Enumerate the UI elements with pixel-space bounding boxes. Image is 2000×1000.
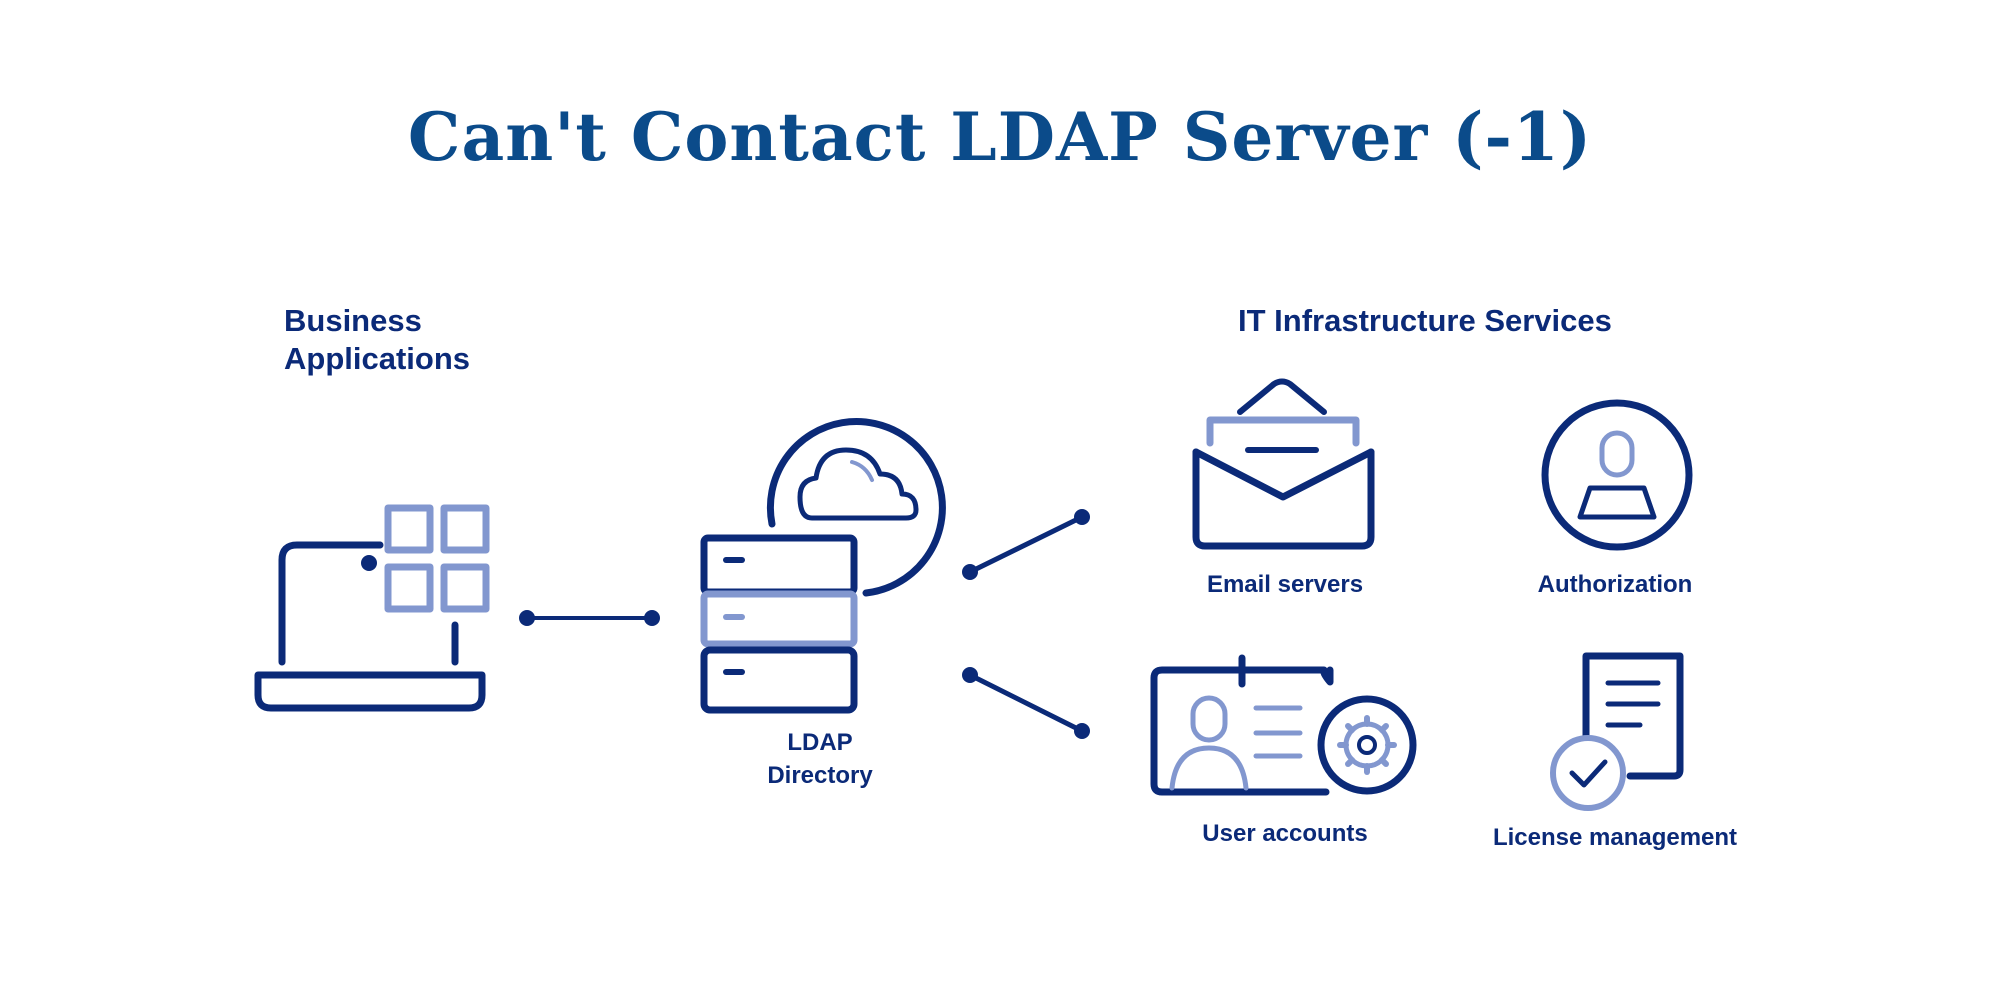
connector-ldap-users	[962, 667, 1090, 739]
ldap-label-line2: Directory	[767, 762, 873, 789]
connector-ldap-email	[962, 509, 1090, 580]
authorization-user-icon	[1541, 399, 1693, 551]
connector-apps-ldap	[519, 610, 660, 626]
business-heading-line2: Applications	[284, 341, 471, 376]
user-accounts-label: User accounts	[1202, 820, 1368, 847]
gear-icon	[1317, 695, 1417, 795]
check-icon	[1550, 735, 1626, 811]
license-document-icon	[1582, 652, 1684, 780]
it-infrastructure-heading: IT Infrastructure Services	[1238, 303, 1612, 338]
email-envelope-icon	[1192, 378, 1375, 550]
laptop-apps-icon	[254, 504, 490, 712]
ldap-label-line1: LDAP	[787, 729, 853, 756]
ldap-directory-label: LDAP Directory	[720, 726, 920, 792]
page-title: Can't Contact LDAP Server (-1)	[407, 98, 1593, 176]
authorization-label: Authorization	[1537, 571, 1693, 598]
business-heading-line1: Business	[284, 303, 422, 338]
ldap-server-icon	[700, 418, 946, 714]
email-servers-label: Email servers	[1206, 571, 1364, 598]
license-management-label: License management	[1492, 824, 1738, 851]
business-applications-heading: Business Applications	[284, 302, 470, 378]
user-accounts-card-icon	[1150, 654, 1334, 796]
